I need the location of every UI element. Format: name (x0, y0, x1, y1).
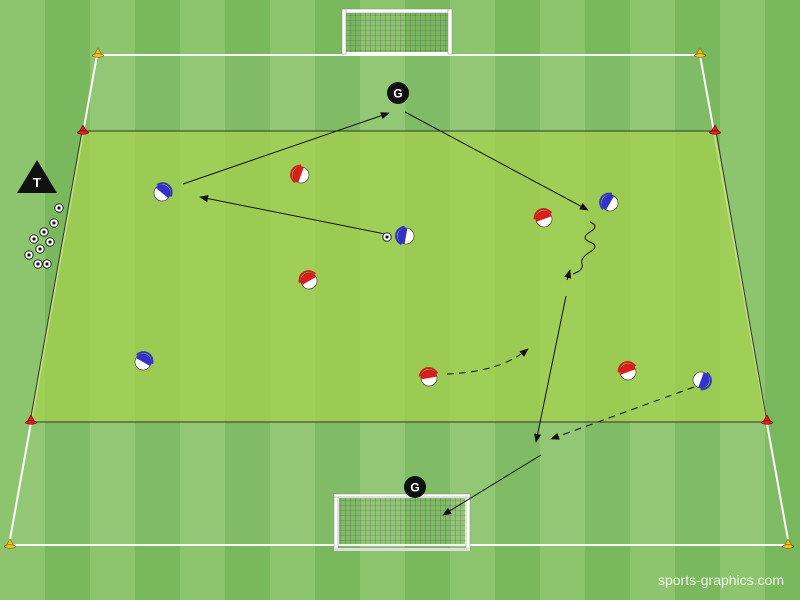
player-icon (153, 182, 173, 202)
top-goal (341, 8, 453, 55)
ball-icon (382, 232, 392, 242)
cone-icon (92, 47, 104, 58)
player-icon (418, 367, 439, 387)
player-icon (533, 208, 553, 228)
ball-icon (35, 244, 45, 254)
pass-arrow (534, 295, 567, 443)
player-icon (298, 270, 318, 290)
cone-icon (77, 124, 89, 135)
shot-arrow (442, 454, 542, 516)
cone-icon (25, 414, 37, 425)
trainer-icon: T (17, 160, 57, 193)
goalkeeper-icon: G (404, 476, 426, 498)
cone-icon (709, 124, 721, 135)
goalkeeper-bottom-label: G (410, 481, 419, 495)
ball-icon (29, 234, 39, 244)
inner-zone (29, 130, 768, 423)
player-icon (692, 371, 712, 391)
player-icon (395, 225, 415, 246)
pass-arrow (182, 112, 390, 185)
cone-icon (761, 414, 773, 425)
grass-stripe (0, 0, 45, 600)
player-icon (290, 164, 310, 184)
player-icon (134, 351, 154, 371)
cone-icon (4, 538, 16, 549)
goalkeeper-icon: G (387, 82, 409, 104)
movement-lines (182, 111, 695, 516)
ball-icon (54, 203, 64, 213)
cone-icon (694, 47, 706, 58)
ball-icon (33, 259, 43, 269)
player-icon (617, 361, 637, 381)
trainer-label: T (33, 175, 41, 190)
dribble-path (572, 221, 596, 275)
pass-arrow (199, 195, 386, 235)
ball-icon (24, 250, 34, 260)
watermark: sports-graphics.com (657, 572, 784, 588)
cones (4, 47, 794, 549)
run-path (550, 386, 695, 440)
cone-icon (782, 538, 794, 549)
player-icon (599, 192, 619, 212)
ball-icon (42, 259, 52, 269)
pass-arrow (564, 269, 572, 281)
run-path (446, 348, 529, 375)
ball-icon (45, 237, 55, 247)
grass-stripe (765, 0, 800, 600)
bottom-goal (333, 493, 471, 551)
players (134, 164, 712, 391)
goalkeeper-top-label: G (393, 87, 402, 101)
pass-arrow (404, 111, 589, 211)
ball-icon (49, 218, 59, 228)
ball-icon (39, 227, 49, 237)
